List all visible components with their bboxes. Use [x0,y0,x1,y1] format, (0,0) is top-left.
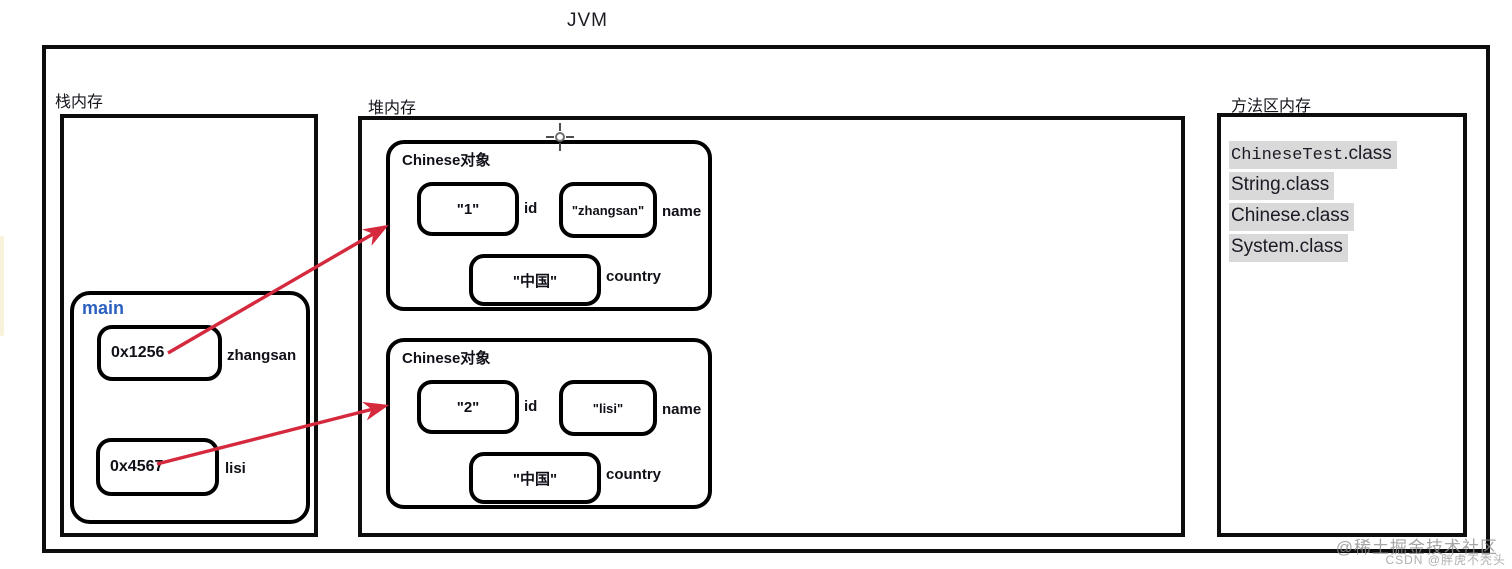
object-2-name-label: name [662,401,702,418]
class-row-chinesetest: ChineseTest.class [1229,141,1454,169]
class-name-rest: .class [1343,143,1392,164]
object-1-country-label: country [606,268,662,285]
method-area-label: 方法区内存 [1231,98,1312,115]
stack-var-lisi-box: 0x4567 [96,438,219,496]
class-name-rest: String.class [1231,174,1330,195]
stack-memory-label: 栈内存 [55,94,104,111]
object-1-id-box: "1" [417,182,519,236]
heap-object-1-label: Chinese对象 [402,152,491,169]
stack-var-zhangsan-value: 0x1256 [111,344,165,361]
object-2-id-value: "2" [456,398,480,416]
heap-object-1: Chinese对象 "1" id "zhangsan" name "中国" co… [386,140,712,311]
class-row-chinese: Chinese.class [1229,203,1454,231]
jvm-outer-box [42,45,1490,553]
main-frame-label: main [82,298,125,318]
heap-object-2-label: Chinese对象 [402,350,491,367]
object-1-id-label: id [524,200,538,217]
object-2-country-box: "中国" [469,452,601,504]
watermark-csdn: CSDN @胖虎不秃头 [1385,553,1506,567]
diagram-title: JVM [567,10,608,31]
class-name-rest: Chinese.class [1231,205,1350,226]
object-1-country-box: "中国" [469,254,601,306]
object-1-id-value: "1" [456,200,480,218]
object-2-id-label: id [524,398,538,415]
heap-object-2: Chinese对象 "2" id "lisi" name "中国" countr… [386,338,712,509]
loaded-class-list: ChineseTest.class String.class Chinese.c… [1229,141,1454,265]
watermark-juejin: @稀土掘金技术社区 [1335,538,1498,557]
object-2-country-label: country [606,466,662,483]
stack-var-lisi-value: 0x4567 [110,458,164,475]
class-row-system: System.class [1229,234,1454,262]
object-2-name-value: "lisi" [592,400,624,416]
stack-var-lisi-label: lisi [225,460,246,477]
object-1-country-value: "中国" [512,272,558,290]
heap-memory-label: 堆内存 [368,100,417,117]
class-name-mono: ChineseTest [1231,146,1344,165]
object-1-name-box: "zhangsan" [559,182,657,238]
class-name-rest: System.class [1231,236,1343,257]
stack-var-zhangsan-label: zhangsan [227,347,297,364]
object-2-id-box: "2" [417,380,519,434]
object-1-name-label: name [662,203,702,220]
stack-var-zhangsan-box: 0x1256 [97,325,222,381]
object-1-name-value: "zhangsan" [571,202,645,218]
class-row-string: String.class [1229,172,1454,200]
object-2-name-box: "lisi" [559,380,657,436]
object-2-country-value: "中国" [512,470,558,488]
edge-artifact [0,236,4,336]
